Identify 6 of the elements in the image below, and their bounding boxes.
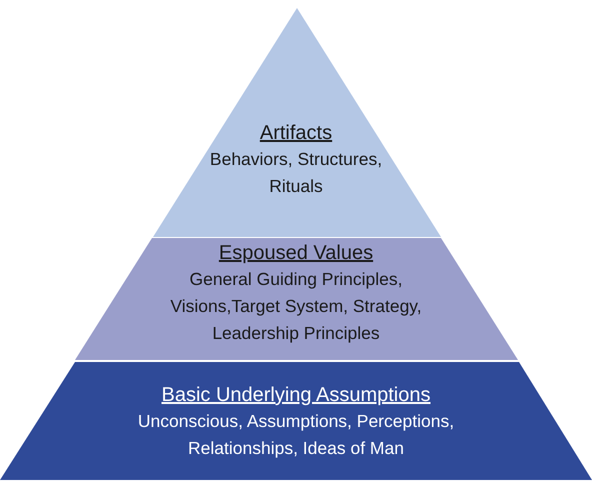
layer-description: Behaviors, Structures, Rituals <box>208 148 384 198</box>
layer-heading: Espoused Values <box>218 241 374 266</box>
layer-description: General Guiding Principles, Visions,Target System, Strategy, Leadership Principles <box>169 268 423 345</box>
layer-heading: Artifacts <box>260 121 332 146</box>
layer-heading: Basic Underlying Assumptions <box>161 383 430 408</box>
layer-description: Unconscious, Assumptions, Perceptions, Relationships, Ideas of Man <box>136 410 456 460</box>
